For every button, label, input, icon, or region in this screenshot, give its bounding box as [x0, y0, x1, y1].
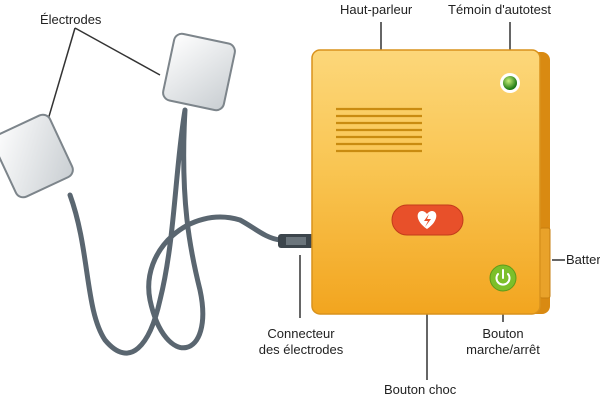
label-battery: Batterie	[566, 252, 600, 267]
electrode-pad-1	[162, 32, 236, 112]
label-connector-line1: Connecteur	[267, 326, 335, 341]
label-self-test: Témoin d'autotest	[448, 2, 551, 17]
aed-device	[311, 49, 551, 315]
power-icon	[495, 269, 511, 286]
battery	[539, 227, 551, 299]
electrode-connector	[278, 234, 314, 248]
label-connector-line2: des électrodes	[258, 342, 344, 357]
label-power-line1: Bouton	[482, 326, 524, 341]
label-speaker: Haut-parleur	[340, 2, 413, 17]
label-power-line2: marche/arrêt	[466, 342, 540, 357]
electrode-pad-2	[0, 113, 74, 199]
electrode-cables	[67, 107, 283, 356]
label-shock: Bouton choc	[384, 382, 457, 397]
speaker-grille	[336, 107, 422, 153]
label-electrodes: Électrodes	[40, 12, 102, 27]
label-connector: Connecteur des électrodes	[240, 326, 362, 358]
label-power: Bouton marche/arrêt	[458, 326, 548, 358]
